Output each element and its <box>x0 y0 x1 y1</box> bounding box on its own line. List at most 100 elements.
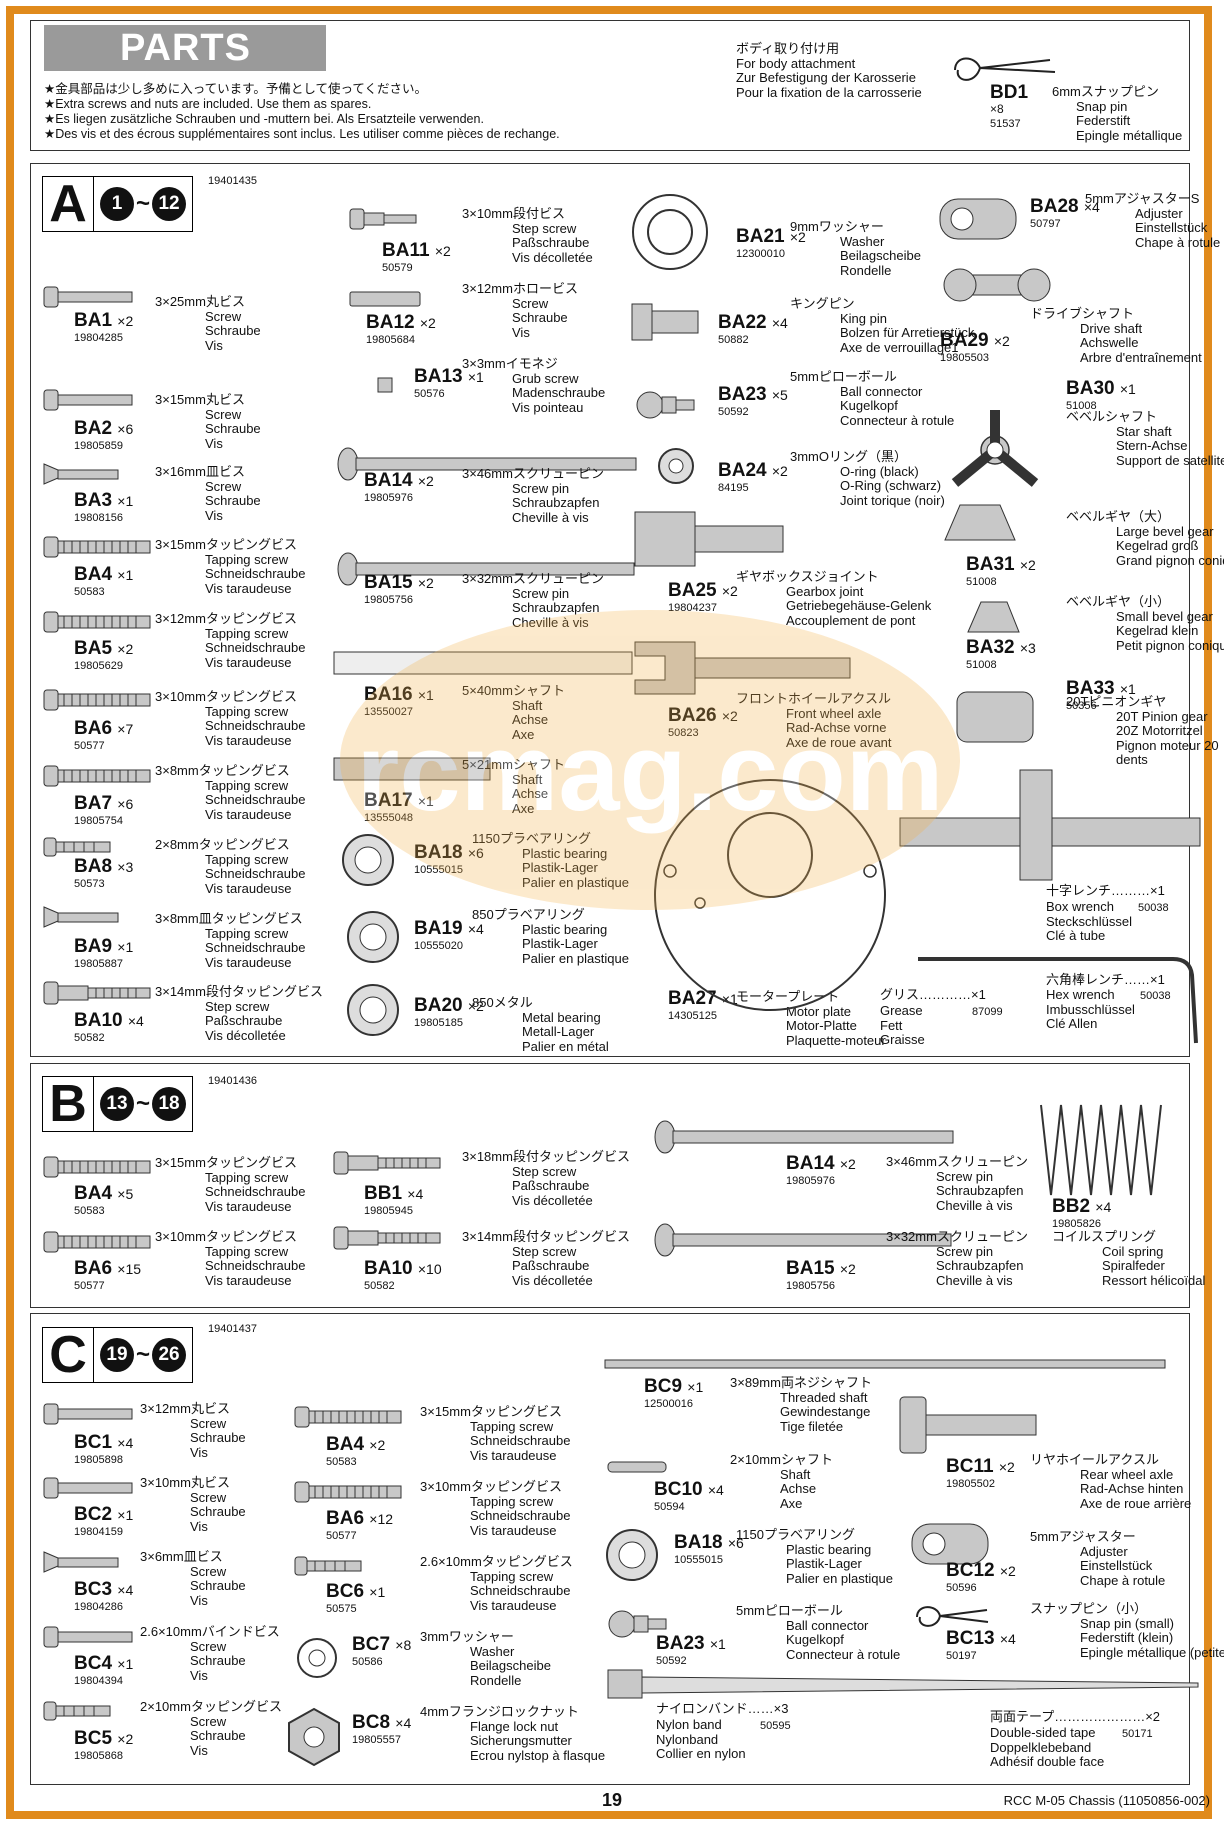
bag-set-number: 19401435 <box>208 175 257 187</box>
part-code: BA10 ×10 <box>364 1258 442 1279</box>
step-start: 13 <box>100 1087 134 1121</box>
part-code: BC1 ×4 <box>74 1432 134 1453</box>
part-number: 19805859 <box>74 440 123 452</box>
part-number: 50882 <box>718 334 749 346</box>
part-code: BA16 ×1 <box>364 684 434 705</box>
part-code: BA17 ×1 <box>364 790 434 811</box>
part-code: BD1 <box>990 82 1029 103</box>
model-name: RCC M-05 Chassis (11050856-002) <box>1003 1793 1210 1808</box>
hex-wrench-icon <box>918 957 1198 1044</box>
nylon-band-label: ナイロンバンド……×3 <box>656 1701 789 1716</box>
part-number: 51008 <box>1066 400 1097 412</box>
part-code: BA24 ×2 <box>718 460 788 481</box>
step-end: 18 <box>152 1087 187 1121</box>
part-code: BA8 ×3 <box>74 856 134 877</box>
page-frame <box>6 6 1212 1819</box>
part-number: 19805887 <box>74 958 123 970</box>
part-number: 19804159 <box>74 1526 123 1538</box>
part-code: BA7 ×6 <box>74 793 134 814</box>
part-number: 19805557 <box>352 1734 401 1746</box>
part-number: 19805826 <box>1052 1218 1101 1230</box>
bag-c-panel <box>30 1313 1190 1785</box>
part-code: BB2 ×4 <box>1052 1196 1112 1217</box>
part-code: BC9 ×1 <box>644 1376 704 1397</box>
part-number: 50582 <box>74 1032 105 1044</box>
part-number: 19804286 <box>74 1601 123 1613</box>
part-number: 19805756 <box>364 594 413 606</box>
part-code: BA26 ×2 <box>668 705 738 726</box>
part-desc: 6mmスナップピン Snap pin Federstift Epingle mé… <box>1052 84 1183 143</box>
part-number: 50356 <box>1066 700 1097 712</box>
part-number: 50583 <box>74 1205 105 1217</box>
step-range: 19 ~ 26 <box>94 1327 194 1383</box>
part-code: BA29 ×2 <box>940 330 1010 351</box>
nylon-band-icon <box>607 1669 1199 1699</box>
part-code: BA4 ×2 <box>326 1434 386 1455</box>
part-code: BA27 ×1 <box>668 988 738 1009</box>
part-code: BA23 ×5 <box>718 384 788 405</box>
part-code: BA13 ×1 <box>414 366 484 387</box>
part-code: BC7 ×8 <box>352 1634 412 1655</box>
part-code: BC12 ×2 <box>946 1560 1016 1581</box>
part-code: BA10 ×4 <box>74 1010 144 1031</box>
part-number: 19805185 <box>414 1017 463 1029</box>
coil-spring-icon <box>1040 1104 1162 1196</box>
part-number: 13555048 <box>364 812 413 824</box>
bag-a-panel <box>30 163 1190 1057</box>
part-number: 19804237 <box>668 602 717 614</box>
part-number: 50197 <box>946 1650 977 1662</box>
step-end: 26 <box>152 1338 187 1372</box>
part-code: BC10 ×4 <box>654 1479 724 1500</box>
part-code: BA25 ×2 <box>668 580 738 601</box>
part-code: BA19 ×4 <box>414 918 484 939</box>
part-number: 19805629 <box>74 660 123 672</box>
note-de: ★Es liegen zusätzliche Schrauben und -mu… <box>44 112 484 126</box>
part-code: BA14 ×2 <box>364 470 434 491</box>
part-number: 19805503 <box>940 352 989 364</box>
note-jp: ★金具部品は少し多めに入っています。予備として使ってください。 <box>44 82 427 96</box>
part-code: BA18 ×6 <box>674 1532 744 1553</box>
tape-label: 両面テープ…………………×2 <box>990 1709 1161 1724</box>
part-code: BC2 ×1 <box>74 1504 134 1525</box>
part-number: 50171 <box>1122 1728 1153 1740</box>
part-code: BA1 ×2 <box>74 310 134 331</box>
part-code: BB1 ×4 <box>364 1183 424 1204</box>
part-number: 50594 <box>654 1501 685 1513</box>
part-number: 50577 <box>326 1530 357 1542</box>
part-code: BA5 ×2 <box>74 638 134 659</box>
part-number: 19805754 <box>74 815 123 827</box>
part-code: BA3 ×1 <box>74 490 134 511</box>
bag-letter: C <box>42 1327 94 1383</box>
part-number: 19805502 <box>946 1478 995 1490</box>
